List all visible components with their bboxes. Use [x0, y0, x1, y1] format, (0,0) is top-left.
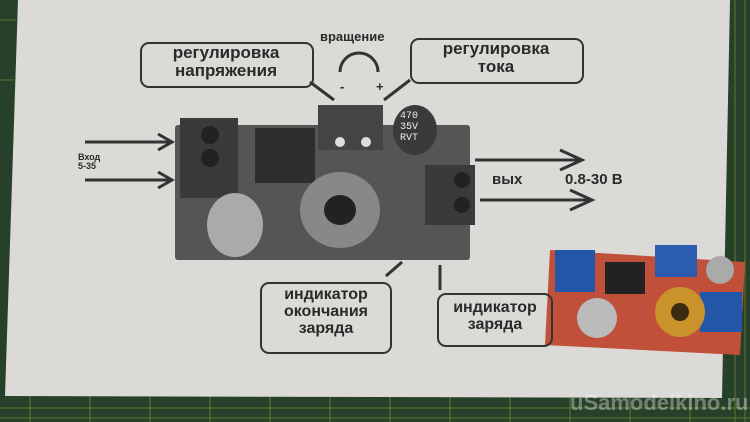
charge-indicator-label: индикатор заряда	[437, 299, 553, 334]
voltage-adjust-box	[140, 42, 314, 88]
voltage-adjust-line2: напряжения	[175, 60, 277, 80]
watermark: uSamodelkino.ru	[570, 390, 748, 415]
minus-label: -	[340, 79, 345, 94]
output-label: вых	[492, 171, 523, 188]
current-adjust-box	[410, 38, 584, 84]
end-indicator-line3: заряда	[298, 319, 354, 337]
real-module-photo	[545, 245, 745, 355]
capacitor-text-series: RVT	[400, 133, 418, 144]
diagram-board	[175, 105, 475, 260]
rotation-label: вращение	[320, 29, 385, 44]
charge-indicator-line2: заряда	[467, 315, 523, 333]
end-indicator-box	[260, 282, 392, 354]
input-label: Вход 5-35	[78, 152, 101, 172]
capacitor-text-voltage: 35V	[400, 122, 418, 133]
capacitor-text-value: 470	[400, 111, 418, 122]
current-adjust-line1: регулировка	[442, 39, 550, 58]
end-indicator-line2: окончания	[283, 302, 369, 320]
end-indicator-label: индикатор окончания заряда	[260, 286, 392, 337]
input-line1: Вход	[78, 152, 101, 162]
current-adjust-line2: тока	[477, 56, 515, 76]
plus-label: +	[376, 79, 384, 94]
charge-indicator-line1: индикатор	[453, 299, 537, 316]
output-range-label: 0.8-30 В	[565, 171, 623, 188]
arrows	[85, 51, 596, 290]
voltage-adjust-label: регулировка напряжения	[140, 44, 312, 80]
current-adjust-label: регулировка тока	[410, 40, 582, 76]
voltage-adjust-line1: регулировка	[172, 43, 280, 62]
end-indicator-line1: индикатор	[284, 286, 368, 303]
input-line2: 5-35	[78, 161, 97, 172]
charge-indicator-box	[437, 293, 553, 347]
